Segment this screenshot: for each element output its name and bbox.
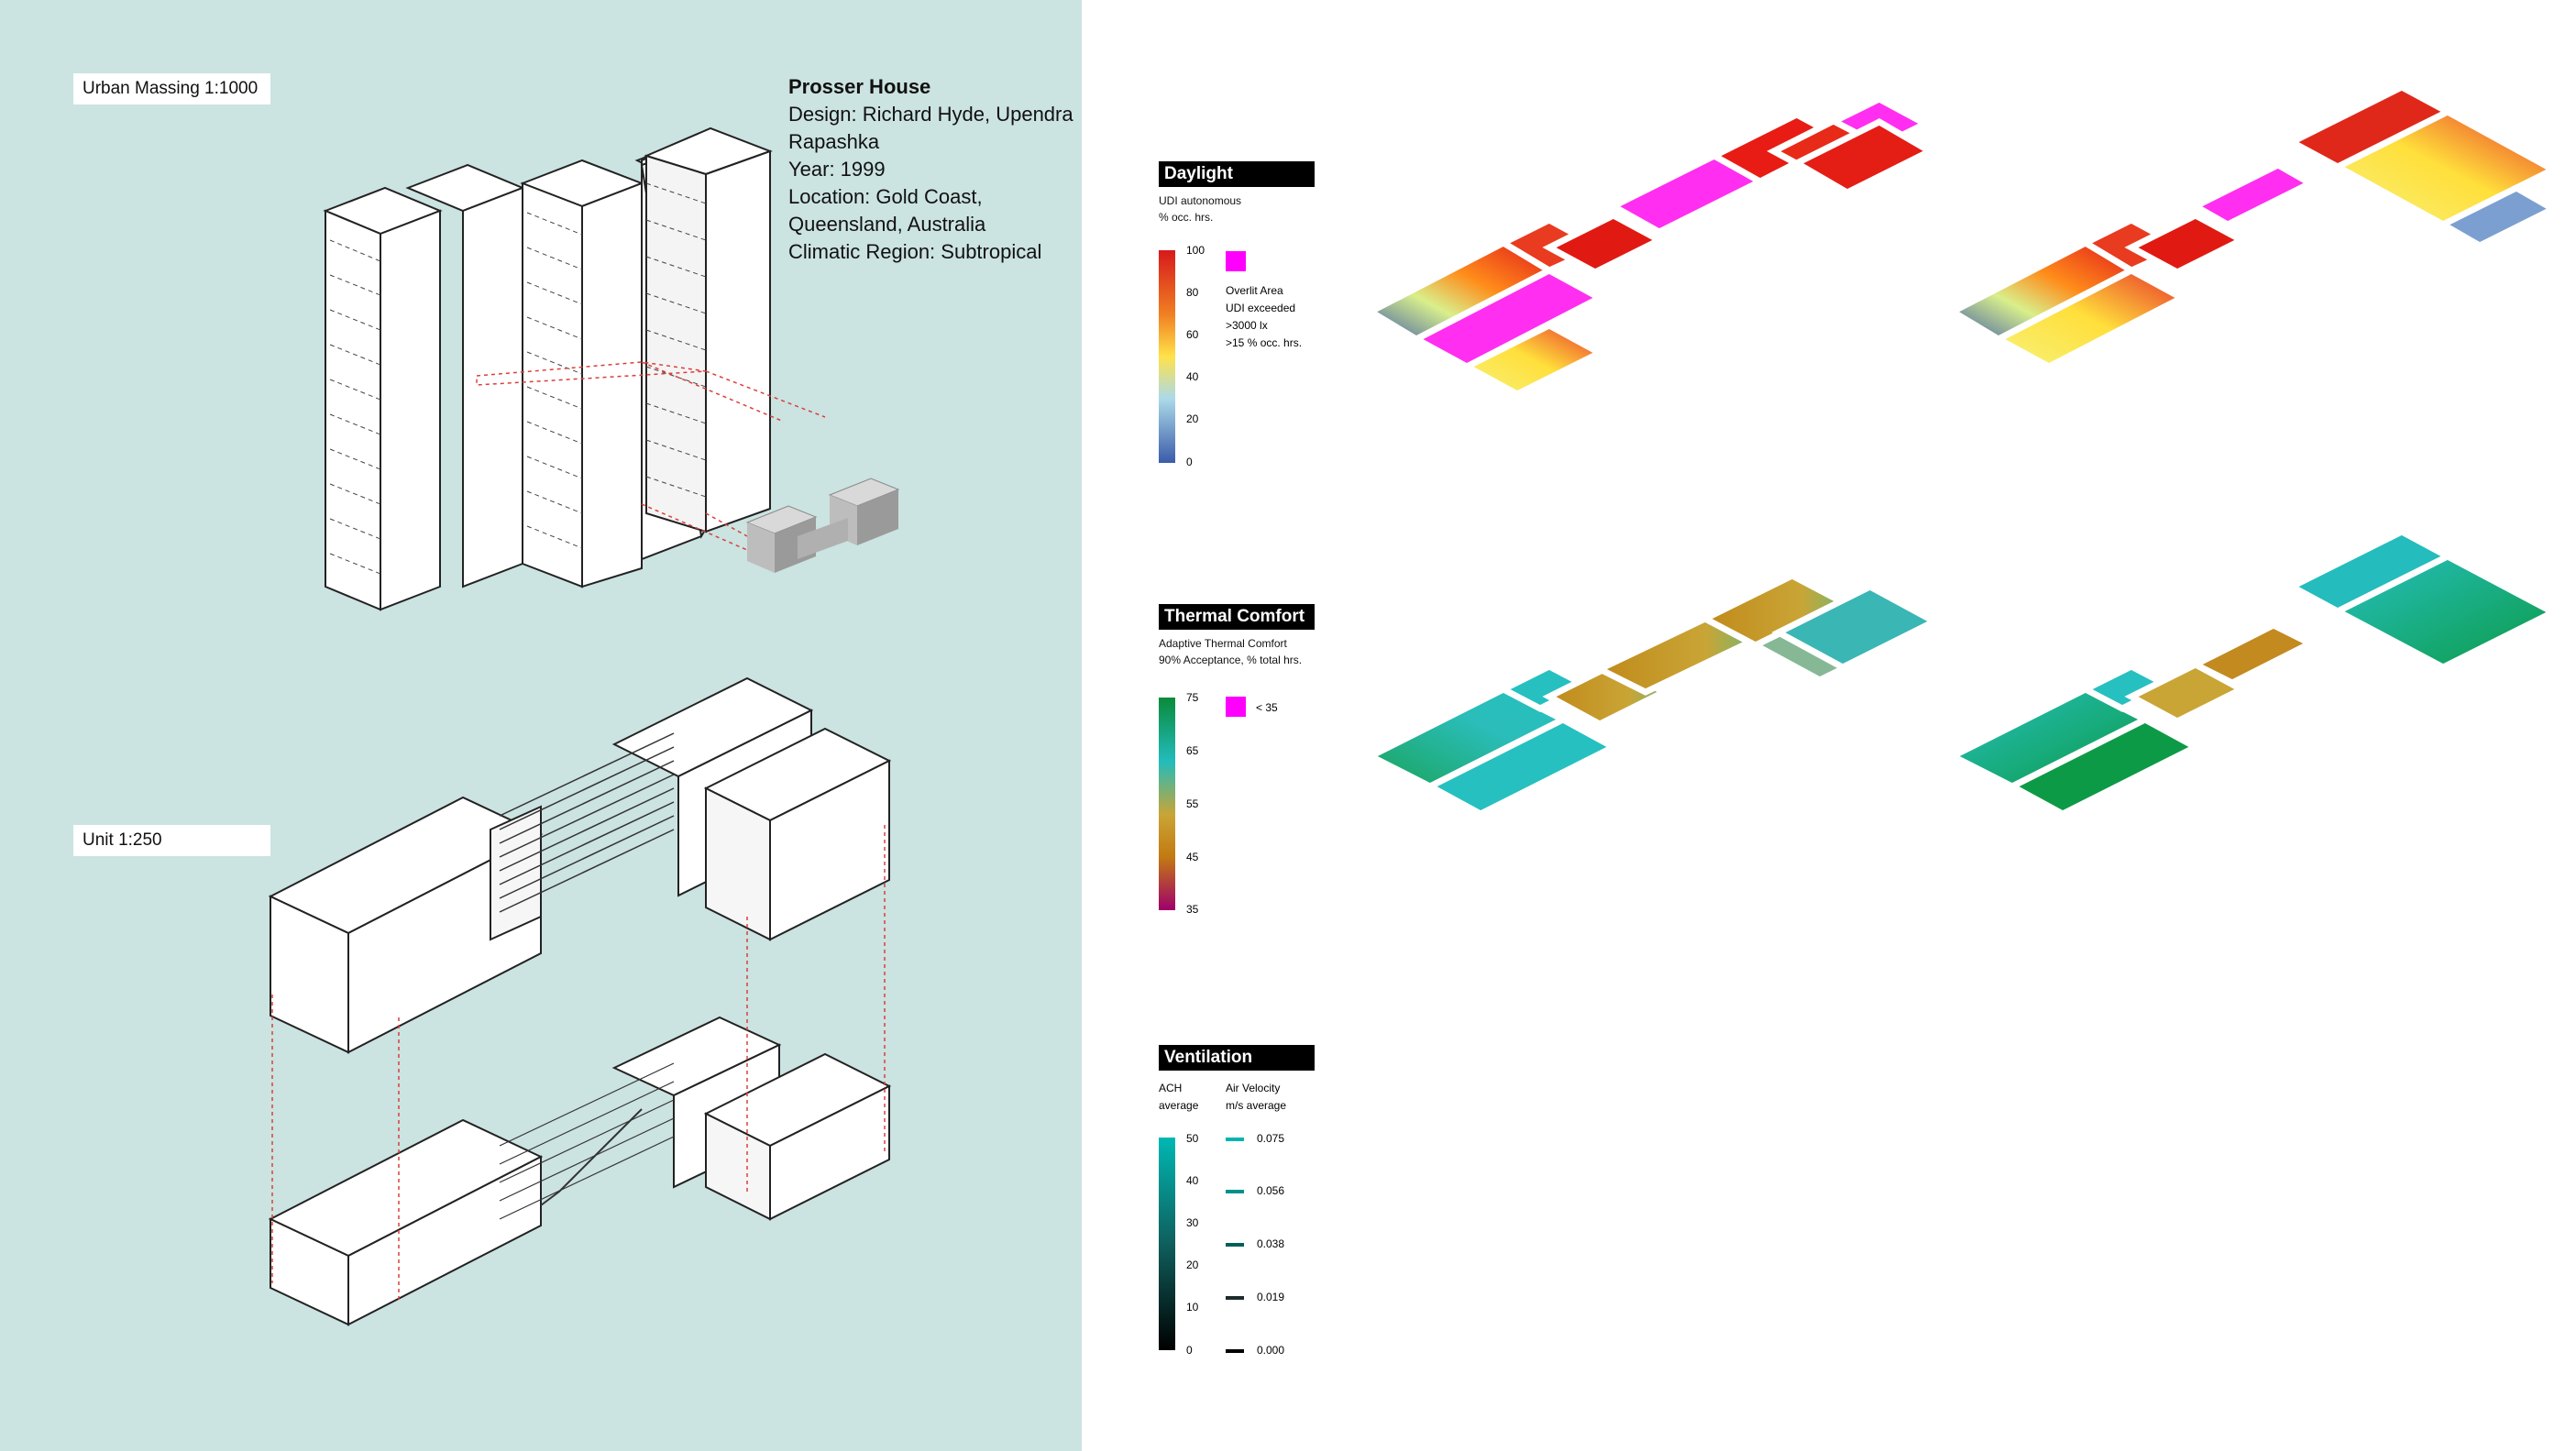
unit-leader-lines bbox=[271, 825, 886, 1302]
thermal-title: Thermal Comfort bbox=[1159, 604, 1315, 630]
thermal-tick: 75 bbox=[1186, 691, 1199, 704]
project-year: Year: 1999 bbox=[788, 158, 886, 181]
massing-unit-blocks bbox=[745, 478, 900, 573]
velocity-swatch bbox=[1226, 1137, 1244, 1141]
unit-axo-lower bbox=[268, 1016, 892, 1326]
daylight-tick: 80 bbox=[1186, 286, 1199, 299]
project-name: Prosser House bbox=[788, 75, 931, 98]
velocity-label: Air Velocity m/s average bbox=[1226, 1080, 1286, 1115]
velocity-item: 0.075 bbox=[1226, 1132, 1284, 1145]
thermal-tick: 65 bbox=[1186, 744, 1199, 757]
velocity-item: 0.019 bbox=[1226, 1291, 1284, 1303]
project-location: Location: Gold Coast, bbox=[788, 185, 983, 208]
urban-massing-label: Urban Massing 1:1000 bbox=[73, 73, 270, 104]
overlit-note: Overlit Area UDI exceeded >3000 lx >15 %… bbox=[1226, 282, 1302, 352]
tower-floor-lines bbox=[329, 182, 707, 575]
project-info: Prosser House Design: Richard Hyde, Upen… bbox=[788, 73, 1073, 266]
ventilation-legend: Ventilation bbox=[1159, 1045, 1315, 1076]
velocity-swatch bbox=[1226, 1189, 1244, 1193]
project-design-cont: Rapashka bbox=[788, 130, 880, 153]
thermal-tick: 35 bbox=[1186, 903, 1199, 916]
daylight-sub-2: % occ. hrs. bbox=[1159, 211, 1214, 224]
project-location-cont: Queensland, Australia bbox=[788, 213, 986, 236]
project-design: Design: Richard Hyde, Upendra bbox=[788, 103, 1073, 126]
massing-leader-lines bbox=[476, 361, 826, 551]
project-climate: Climatic Region: Subtropical bbox=[788, 240, 1042, 263]
daylight-tick: 0 bbox=[1186, 456, 1193, 468]
unit-axo-upper bbox=[268, 676, 892, 1054]
thermal-sub-1: Adaptive Thermal Comfort bbox=[1159, 637, 1287, 650]
daylight-sub-1: UDI autonomous bbox=[1159, 194, 1242, 207]
thermal-colorbar bbox=[1159, 698, 1175, 910]
urban-massing-tower bbox=[323, 126, 773, 611]
ach-label: ACH average bbox=[1159, 1080, 1198, 1115]
velocity-swatch bbox=[1226, 1295, 1244, 1300]
velocity-item: 0.056 bbox=[1226, 1184, 1284, 1197]
unit-upper-slats bbox=[499, 732, 675, 913]
thermal-tick: 55 bbox=[1186, 797, 1199, 810]
ach-label-1: ACH bbox=[1159, 1082, 1183, 1094]
daylight-tick: 20 bbox=[1186, 412, 1199, 425]
daylight-tick: 40 bbox=[1186, 370, 1199, 383]
daylight-colorbar bbox=[1159, 250, 1175, 463]
ventilation-tick: 0 bbox=[1186, 1344, 1193, 1357]
thermal-tick: 45 bbox=[1186, 851, 1199, 863]
ventilation-tick: 20 bbox=[1186, 1259, 1199, 1271]
ventilation-colorbar bbox=[1159, 1138, 1175, 1350]
daylight-plan-a bbox=[1363, 95, 1937, 398]
overlit-swatch bbox=[1226, 251, 1246, 271]
unit-label: Unit 1:250 bbox=[73, 825, 270, 856]
thermal-sub-2: 90% Acceptance, % total hrs. bbox=[1159, 654, 1303, 666]
overlit-line-1: Overlit Area bbox=[1226, 284, 1283, 297]
thermal-legend: Thermal Comfort Adaptive Thermal Comfort… bbox=[1159, 604, 1315, 668]
ach-label-2: average bbox=[1159, 1099, 1199, 1112]
thermal-low-label: < 35 bbox=[1256, 701, 1278, 714]
velocity-value: 0.075 bbox=[1257, 1132, 1285, 1145]
velocity-swatch bbox=[1226, 1242, 1244, 1247]
velocity-swatch bbox=[1226, 1348, 1244, 1353]
daylight-plan-b bbox=[1945, 83, 2560, 370]
thermal-low-swatch bbox=[1226, 697, 1246, 717]
velocity-value: 0.056 bbox=[1257, 1184, 1285, 1197]
velocity-value: 0.000 bbox=[1257, 1344, 1285, 1357]
thermal-plan-b bbox=[1945, 528, 2560, 818]
velocity-label-1: Air Velocity bbox=[1226, 1082, 1281, 1094]
daylight-legend: Daylight UDI autonomous % occ. hrs. bbox=[1159, 161, 1315, 225]
overlit-line-4: >15 % occ. hrs. bbox=[1226, 336, 1303, 349]
velocity-label-2: m/s average bbox=[1226, 1099, 1287, 1112]
daylight-tick: 60 bbox=[1186, 328, 1199, 341]
thermal-plan-a bbox=[1363, 572, 1942, 818]
velocity-item: 0.000 bbox=[1226, 1344, 1284, 1357]
ventilation-tick: 30 bbox=[1186, 1216, 1199, 1229]
velocity-value: 0.019 bbox=[1257, 1291, 1285, 1303]
daylight-title: Daylight bbox=[1159, 161, 1315, 187]
ventilation-tick: 50 bbox=[1186, 1132, 1199, 1145]
overlit-line-2: UDI exceeded bbox=[1226, 302, 1296, 314]
daylight-tick: 100 bbox=[1186, 244, 1205, 257]
ventilation-tick: 40 bbox=[1186, 1174, 1199, 1187]
overlit-line-3: >3000 lx bbox=[1226, 319, 1268, 332]
velocity-value: 0.038 bbox=[1257, 1237, 1285, 1250]
ventilation-title: Ventilation bbox=[1159, 1045, 1315, 1071]
unit-lower-stair bbox=[499, 1062, 675, 1220]
velocity-item: 0.038 bbox=[1226, 1237, 1284, 1250]
ventilation-tick: 10 bbox=[1186, 1301, 1199, 1314]
